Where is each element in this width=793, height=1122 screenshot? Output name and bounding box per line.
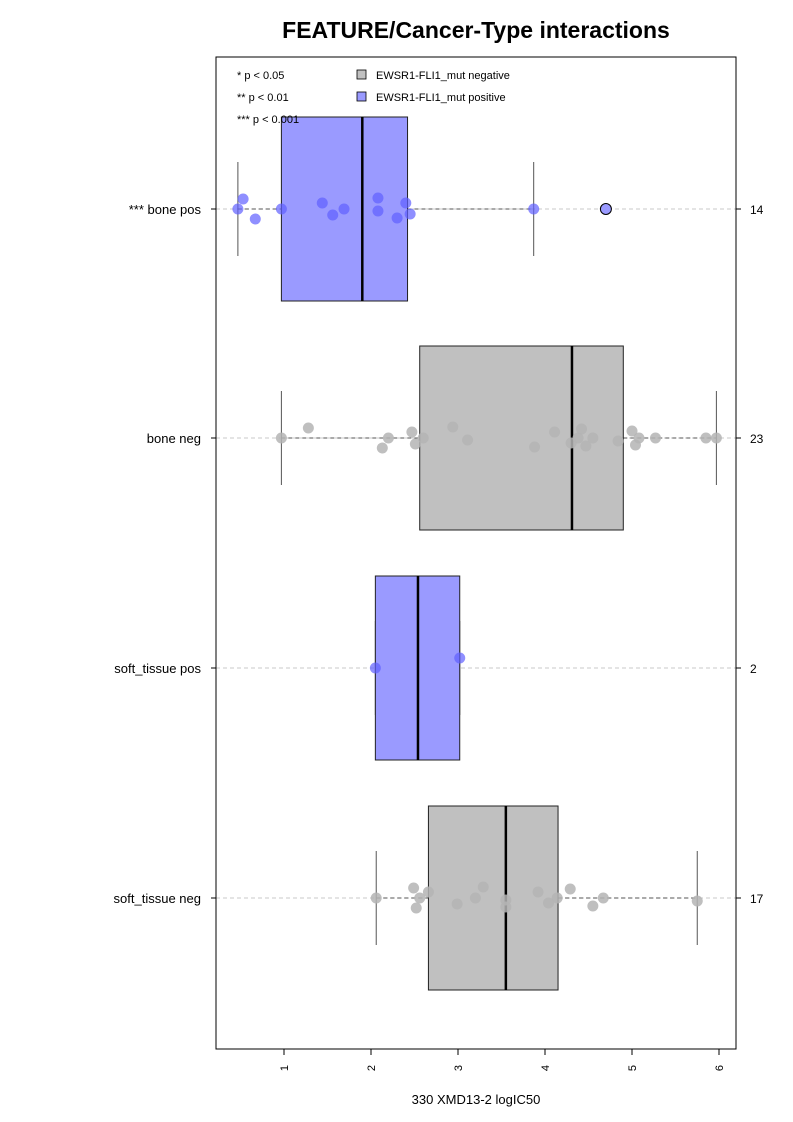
data-point [404, 208, 416, 220]
data-point [549, 426, 561, 438]
x-tick-label: 1 [279, 1065, 291, 1071]
group-label: soft_tissue pos [114, 661, 201, 676]
data-point [580, 440, 592, 452]
legend: EWSR1-FLI1_mut negative EWSR1-FLI1_mut p… [356, 69, 510, 104]
data-point [316, 197, 328, 209]
data-point [409, 438, 421, 450]
legend-label-negative: EWSR1-FLI1_mut negative [376, 70, 510, 82]
data-point [391, 212, 403, 224]
data-point [376, 442, 388, 454]
group-count: 23 [750, 432, 764, 446]
x-tick-label: 5 [627, 1065, 639, 1071]
x-tick-label: 6 [714, 1065, 726, 1071]
data-point [587, 432, 599, 444]
x-tick-label: 2 [366, 1065, 378, 1071]
group-count: 17 [750, 892, 764, 906]
data-point [612, 435, 624, 447]
data-point [710, 432, 722, 444]
data-point [691, 895, 703, 907]
data-point [451, 898, 463, 910]
data-point [633, 432, 645, 444]
data-point [275, 432, 287, 444]
data-point [532, 886, 544, 898]
data-point [626, 425, 638, 437]
data-point [649, 432, 661, 444]
data-point [551, 892, 563, 904]
data-point [564, 883, 576, 895]
data-point [597, 892, 609, 904]
data-point [529, 441, 541, 453]
data-point [369, 662, 381, 674]
data-point [500, 901, 512, 913]
box-layer [237, 116, 717, 991]
legend-swatch-positive [356, 91, 367, 102]
group-count: 2 [750, 662, 757, 676]
data-point [542, 897, 554, 909]
grid-layer [216, 208, 736, 899]
data-point [462, 434, 474, 446]
chart-title: FEATURE/Cancer-Type interactions [282, 17, 670, 43]
legend-swatch-negative [356, 69, 367, 80]
group-count: 14 [750, 203, 764, 217]
box [427, 805, 559, 991]
significance-legend-item: * p < 0.05 [237, 70, 284, 82]
data-point [576, 423, 588, 435]
legend-label-positive: EWSR1-FLI1_mut positive [376, 92, 506, 104]
data-point [587, 900, 599, 912]
data-point [372, 205, 384, 217]
x-tick-label: 3 [453, 1065, 465, 1071]
data-point [232, 203, 244, 215]
data-point [327, 209, 339, 221]
group-label: bone neg [147, 431, 201, 446]
group-label: soft_tissue neg [114, 891, 201, 906]
x-axis: 1 2 3 4 5 6 [279, 1048, 726, 1071]
data-point [528, 203, 540, 215]
data-point [447, 421, 459, 433]
data-point [370, 892, 382, 904]
group-count-labels: 14 23 2 17 [736, 203, 764, 906]
significance-legend-item: *** p < 0.001 [237, 114, 299, 126]
data-point [414, 892, 426, 904]
x-axis-label: 330 XMD13-2 logIC50 [412, 1092, 541, 1107]
data-point [410, 902, 422, 914]
data-point [237, 193, 249, 205]
data-point [417, 432, 429, 444]
data-point [372, 192, 384, 204]
significance-legend: * p < 0.05 ** p < 0.01 *** p < 0.001 [237, 70, 299, 126]
data-point [249, 213, 261, 225]
data-point [422, 886, 434, 898]
data-point [382, 432, 394, 444]
group-label: *** bone pos [129, 202, 202, 217]
data-point [469, 892, 481, 904]
data-point [572, 432, 584, 444]
significance-legend-item: ** p < 0.01 [237, 92, 289, 104]
outlier-point [599, 203, 612, 215]
y-axis-labels: *** bone pos bone neg soft_tissue pos soft_… [114, 202, 216, 906]
data-point [408, 882, 420, 894]
data-point [338, 203, 350, 215]
data-point [275, 203, 287, 215]
data-point [302, 422, 314, 434]
data-point [400, 197, 412, 209]
data-point [477, 881, 489, 893]
point-layer [232, 192, 722, 914]
data-point [700, 432, 712, 444]
data-point [454, 652, 466, 664]
data-point [406, 426, 418, 438]
x-tick-label: 4 [540, 1065, 552, 1071]
